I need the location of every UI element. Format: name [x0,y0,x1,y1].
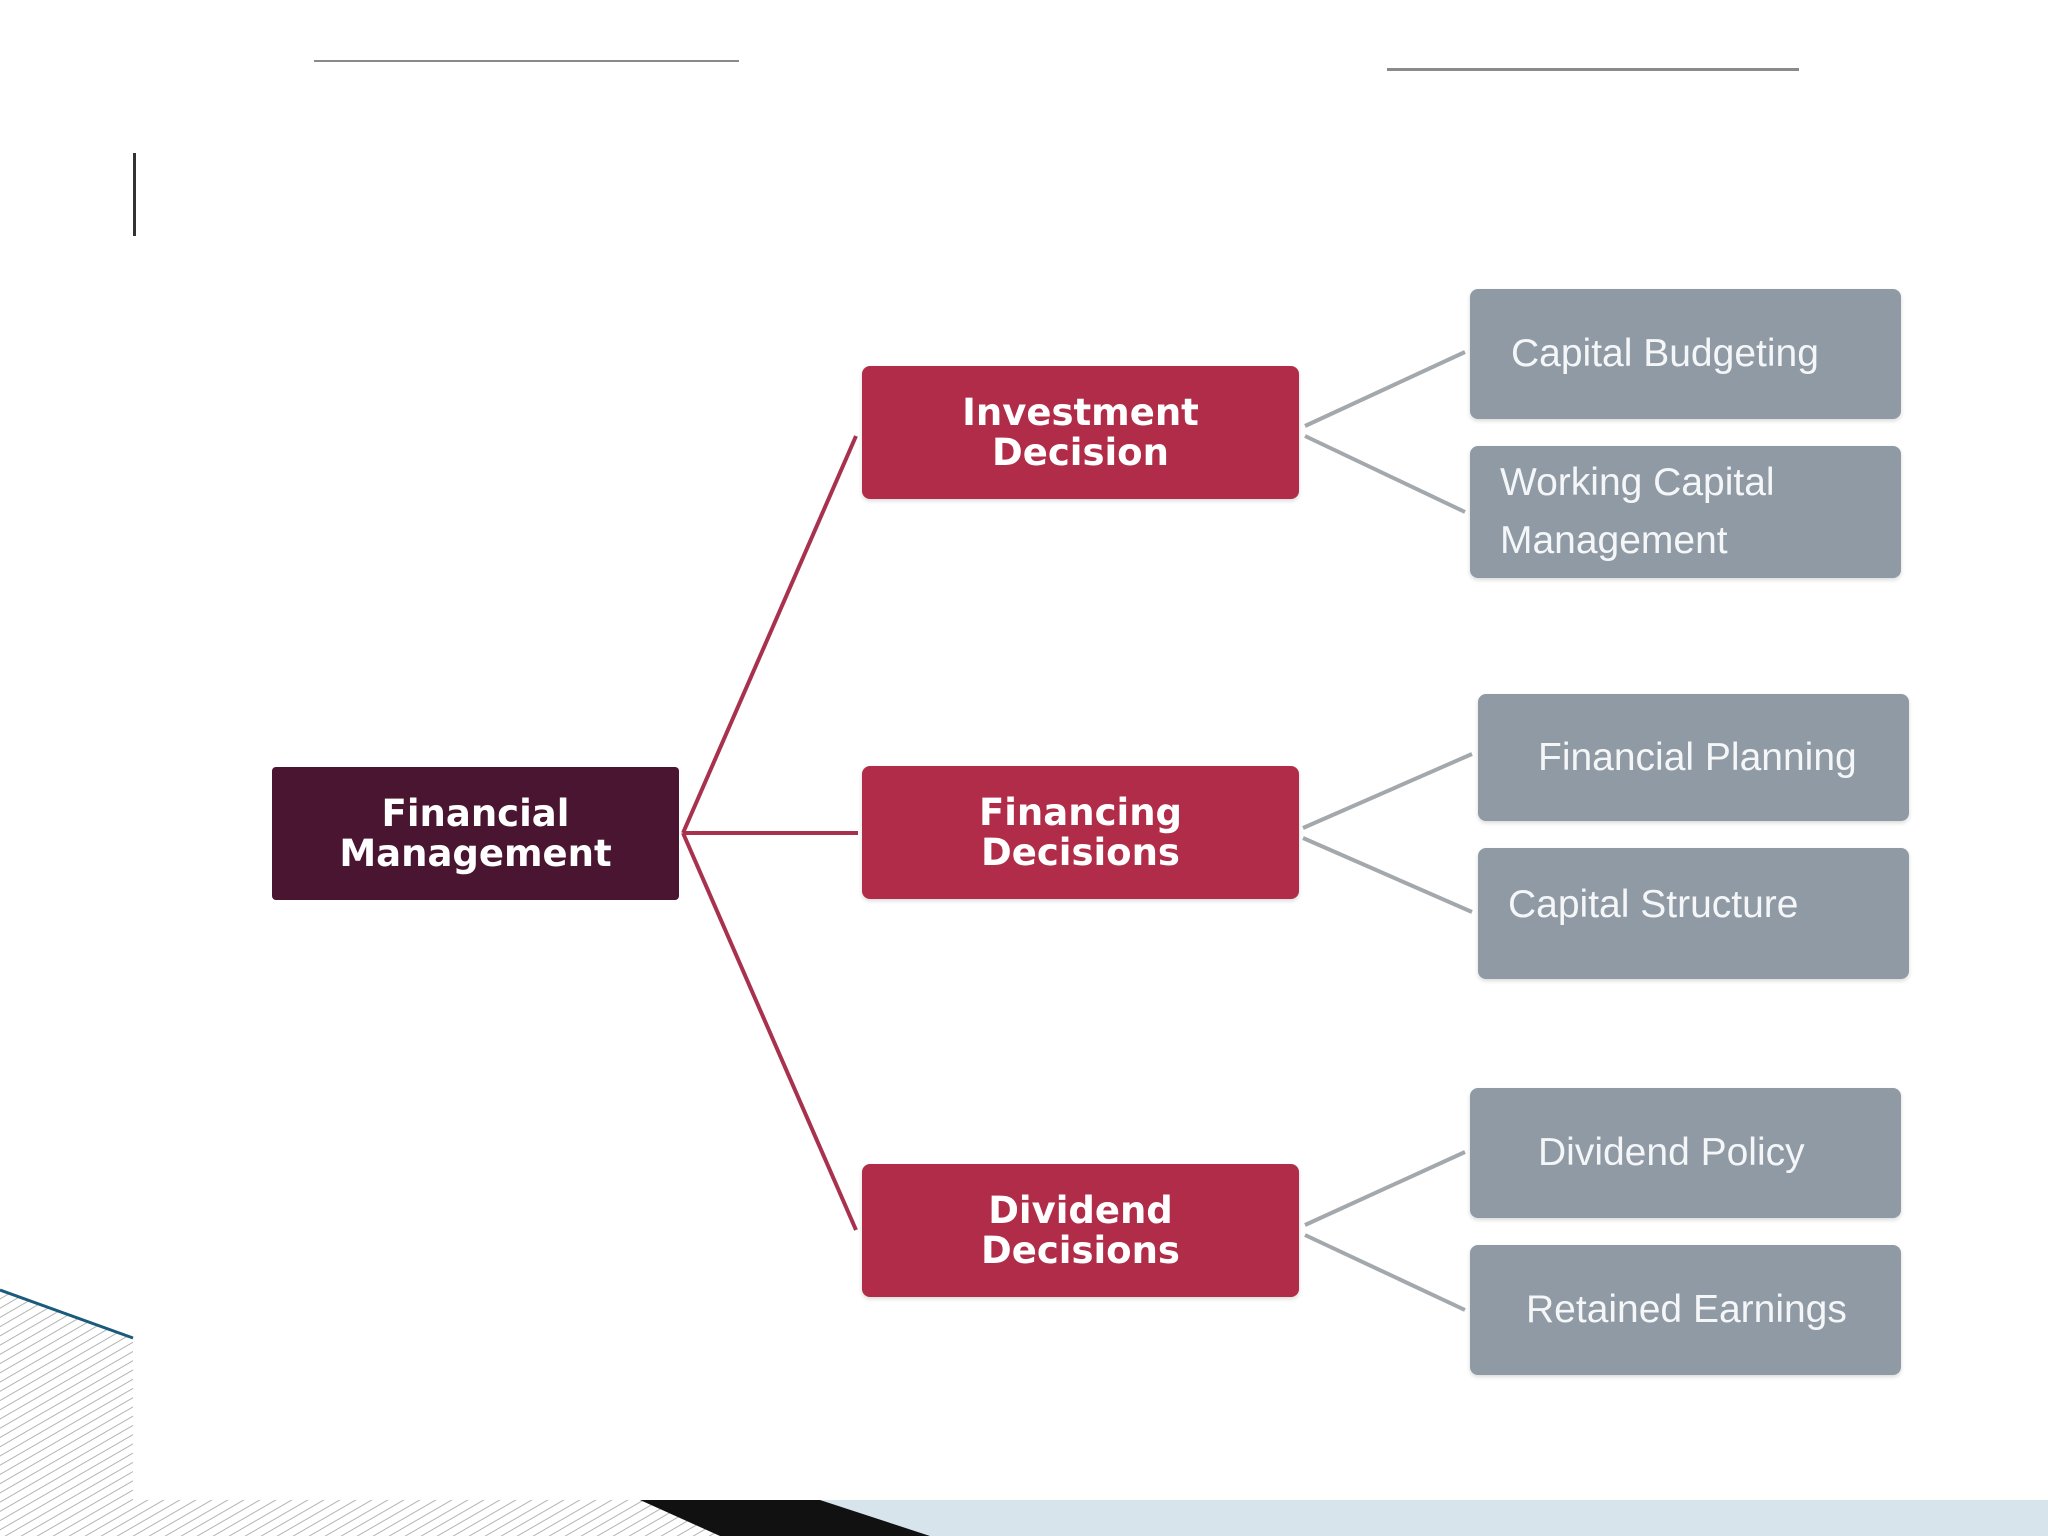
node-dividend-policy: Dividend Policy [1470,1088,1901,1218]
node-financing-decisions-label: Financing Decisions [978,790,1183,874]
connector-dividend-retained-earnings [1304,1233,1466,1312]
connector-root-investment [681,435,858,834]
node-retained-earnings: Retained Earnings [1470,1245,1901,1375]
title-cursor-bar [133,153,136,236]
decision-connectors [1302,350,1473,1312]
node-capital-budgeting-label: Capital Budgeting [1511,332,1819,375]
node-financial-planning: Financial Planning [1478,694,1909,821]
node-financing-decisions: Financing Decisions [862,766,1299,899]
root-connectors [681,435,858,1231]
footer-dark-chevron [640,1500,930,1536]
node-dividend-policy-label: Dividend Policy [1538,1131,1805,1174]
header-rule-right [1387,68,1799,71]
connector-dividend-dividend-policy [1304,1150,1466,1227]
node-retained-earnings-label: Retained Earnings [1526,1288,1847,1331]
node-financial-management-label: Financial Management [339,791,612,875]
connector-financing-capital-structure [1302,836,1473,914]
footer-accent-line [0,1288,134,1340]
footer-hatch-left [0,1290,133,1500]
node-investment-decision-label: Investment Decision [962,390,1199,474]
node-working-capital-management-label: Working Capital Management [1500,461,1775,562]
node-dividend-decisions: Dividend Decisions [862,1164,1299,1297]
footer-light-band [640,1500,2048,1536]
node-capital-structure: Capital Structure [1478,848,1909,979]
connector-investment-capital-budgeting [1304,350,1466,428]
node-dividend-decisions-label: Dividend Decisions [981,1188,1180,1272]
connector-financing-financial-planning [1302,752,1473,830]
node-financial-planning-label: Financial Planning [1538,735,1857,779]
header-rule-left [314,60,739,62]
node-capital-budgeting: Capital Budgeting [1470,289,1901,419]
connector-root-dividend [681,832,858,1231]
connector-investment-working-capital [1304,434,1466,514]
node-investment-decision: Investment Decision [862,366,1299,499]
node-financial-management: Financial Management [272,767,679,900]
node-capital-structure-label: Capital Structure [1508,883,1799,926]
footer-decoration [0,1288,2048,1536]
node-working-capital-management: Working Capital Management [1470,446,1901,578]
